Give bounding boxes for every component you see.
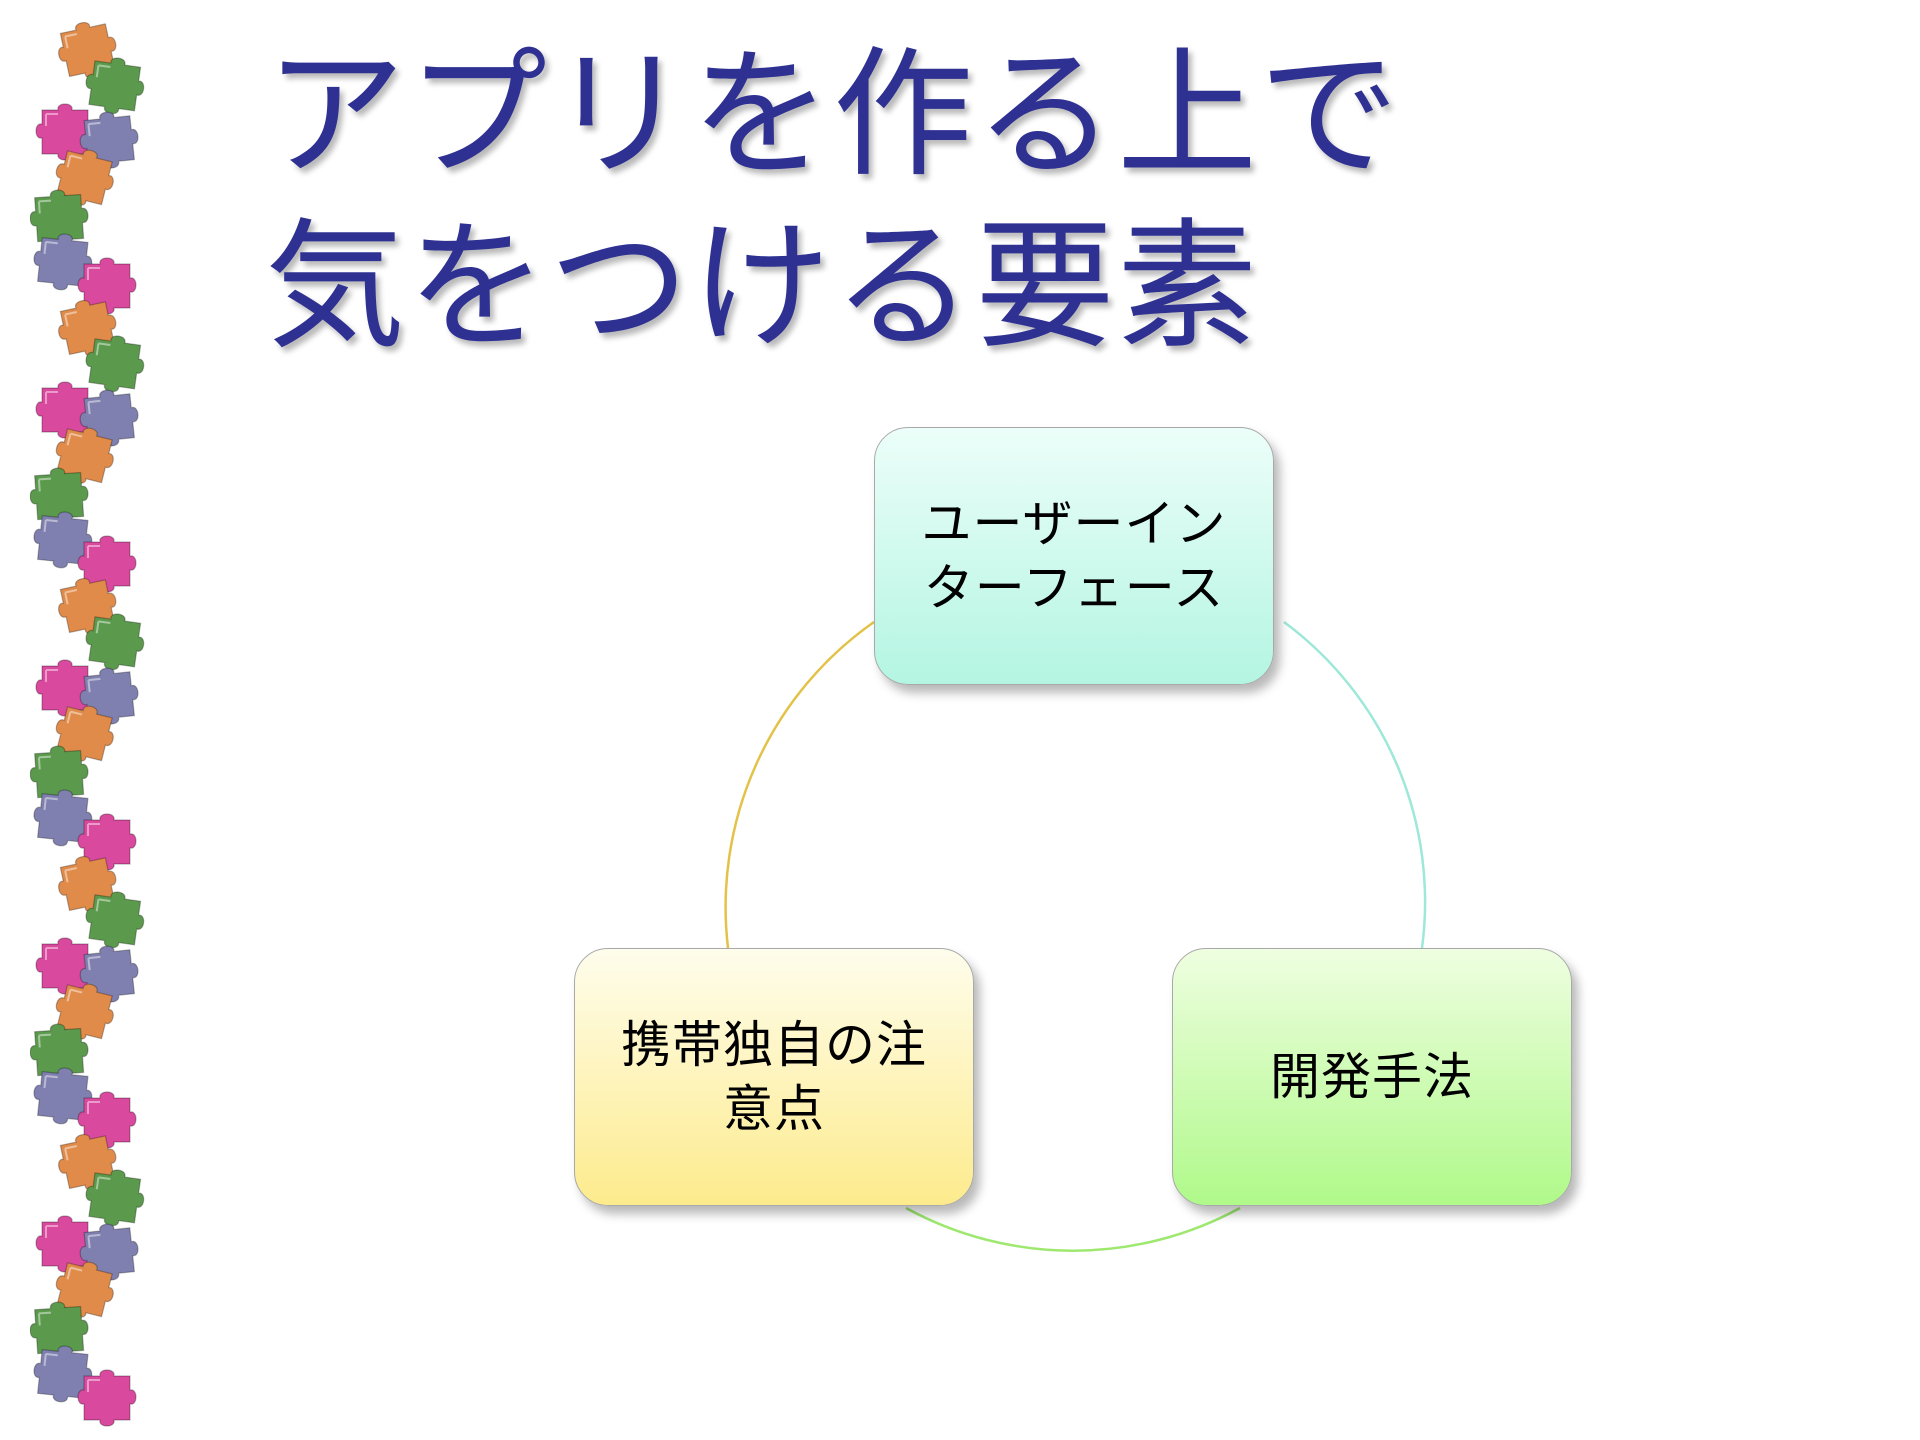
puzzle-piece-15 (77, 535, 137, 593)
cycle-node-mobile-specific-notes: 携帯独自の注 意点 (574, 948, 974, 1206)
puzzle-piece-29 (30, 1023, 89, 1081)
cycle-arc-ui-to-dev (1283, 620, 1427, 949)
cycle-arc-mobile-to-ui (724, 620, 875, 949)
cycle-node-development-method: 開発手法 (1172, 948, 1572, 1206)
puzzle-piece-36 (55, 1261, 114, 1318)
puzzle-piece-23 (77, 813, 137, 871)
slide-title: アプリを作る上で 気をつける要素 (265, 30, 1665, 374)
puzzle-piece-33 (85, 1169, 145, 1227)
puzzle-piece-12 (55, 427, 114, 484)
puzzle-piece-17 (85, 613, 145, 671)
puzzle-border-decoration (30, 21, 145, 1427)
puzzle-piece-13 (30, 467, 89, 525)
puzzle-piece-37 (30, 1301, 89, 1359)
puzzle-piece-1 (85, 57, 145, 115)
cycle-node-label: 携帯独自の注 意点 (621, 1016, 927, 1138)
puzzle-piece-28 (55, 983, 114, 1040)
puzzle-piece-10 (35, 381, 95, 439)
cycle-node-label: ユーザーイン ターフェース (921, 495, 1227, 617)
puzzle-piece-25 (85, 891, 145, 949)
puzzle-piece-2 (35, 103, 95, 161)
puzzle-piece-31 (77, 1091, 137, 1149)
puzzle-piece-14 (33, 511, 93, 569)
slide-title-line-1: アプリを作る上で (265, 34, 1402, 197)
puzzle-piece-39 (77, 1369, 137, 1427)
puzzle-piece-4 (55, 149, 114, 206)
puzzle-piece-7 (77, 257, 137, 315)
cycle-node-user-interface: ユーザーイン ターフェース (874, 427, 1274, 685)
cycle-arc-dev-to-mobile (905, 1206, 1241, 1252)
puzzle-piece-5 (30, 189, 89, 247)
puzzle-piece-9 (85, 335, 145, 393)
puzzle-piece-20 (55, 705, 114, 762)
slide-title-line-2: 気をつける要素 (265, 206, 1260, 369)
cycle-node-label: 開発手法 (1270, 1048, 1474, 1106)
puzzle-piece-21 (30, 745, 89, 803)
